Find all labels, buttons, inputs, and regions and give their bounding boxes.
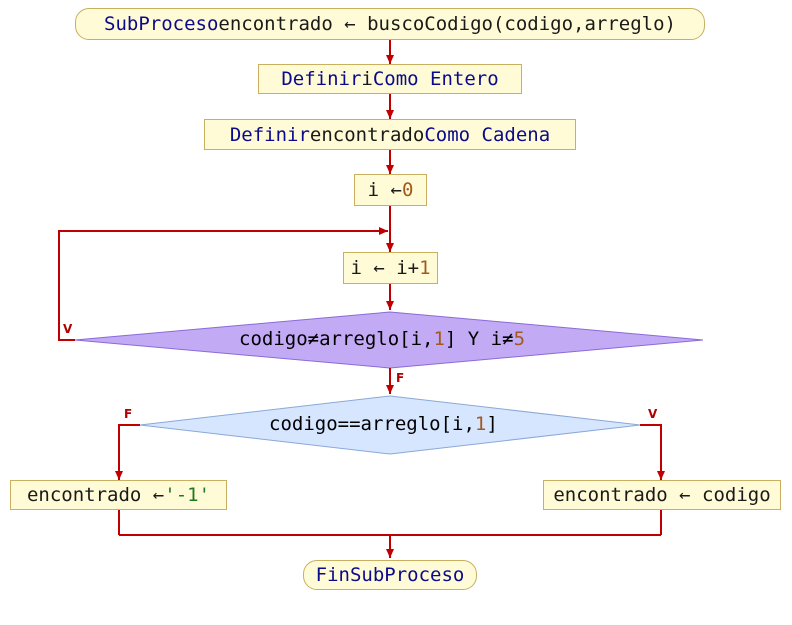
increment-box: i ← i+1 bbox=[343, 252, 438, 284]
assign-lhs: i ← bbox=[367, 179, 402, 201]
define-keyword: Definir bbox=[281, 68, 362, 90]
loop-condition-text: codigo≠arreglo[i,1] Y i≠5 bbox=[239, 328, 525, 350]
loop-condition-diamond bbox=[74, 311, 704, 369]
increment-lhs: i ← i+ bbox=[350, 257, 420, 279]
increment-number: 1 bbox=[419, 257, 431, 279]
assign-lhs: encontrado ← bbox=[26, 484, 165, 506]
start-keyword: SubProceso bbox=[104, 13, 219, 35]
assign-string: '-1' bbox=[164, 484, 211, 506]
cond-part-b: ] Y i≠ bbox=[444, 328, 514, 350]
decision-part-b: ] bbox=[486, 413, 498, 435]
decision-true-label: V bbox=[648, 407, 658, 421]
assign-codigo-text: encontrado ← codigo bbox=[553, 484, 771, 506]
decision-num: 1 bbox=[474, 413, 487, 435]
define-i-box: Definir i Como Entero bbox=[258, 64, 522, 94]
define-type: Como Entero bbox=[372, 68, 499, 90]
decision-text: codigo==arreglo[i,1] bbox=[269, 413, 498, 435]
cond-part-a: codigo≠arreglo[i, bbox=[239, 328, 434, 350]
assign-number: 0 bbox=[401, 179, 414, 201]
decision-false-label: F bbox=[124, 407, 133, 421]
define-variable: encontrado bbox=[309, 123, 425, 146]
end-keyword: FinSubProceso bbox=[315, 564, 465, 586]
start-text: encontrado ← buscoCodigo(codigo,arreglo) bbox=[218, 13, 676, 35]
define-keyword: Definir bbox=[229, 123, 310, 146]
branch-false-path bbox=[115, 424, 140, 480]
define-encontrado-box: Definir encontrado Como Cadena bbox=[204, 119, 576, 150]
loop-back-path bbox=[58, 227, 388, 341]
assign-codigo-box: encontrado ← codigo bbox=[543, 480, 781, 510]
cond-num-2: 5 bbox=[513, 328, 526, 350]
define-variable: i bbox=[361, 68, 373, 90]
loop-true-label: V bbox=[63, 322, 73, 336]
define-type: Como Cadena bbox=[424, 123, 551, 146]
loop-false-label: F bbox=[396, 371, 405, 385]
end-terminator: FinSubProceso bbox=[303, 560, 477, 590]
decision-part-a: codigo==arreglo[i, bbox=[269, 413, 475, 435]
cond-num-1: 1 bbox=[433, 328, 445, 350]
start-terminator: SubProceso encontrado ← buscoCodigo(codi… bbox=[75, 8, 705, 40]
assign-i-zero-box: i ← 0 bbox=[354, 174, 427, 206]
assign-minus-one-box: encontrado ← '-1' bbox=[10, 480, 227, 510]
branch-true-path bbox=[640, 424, 665, 480]
